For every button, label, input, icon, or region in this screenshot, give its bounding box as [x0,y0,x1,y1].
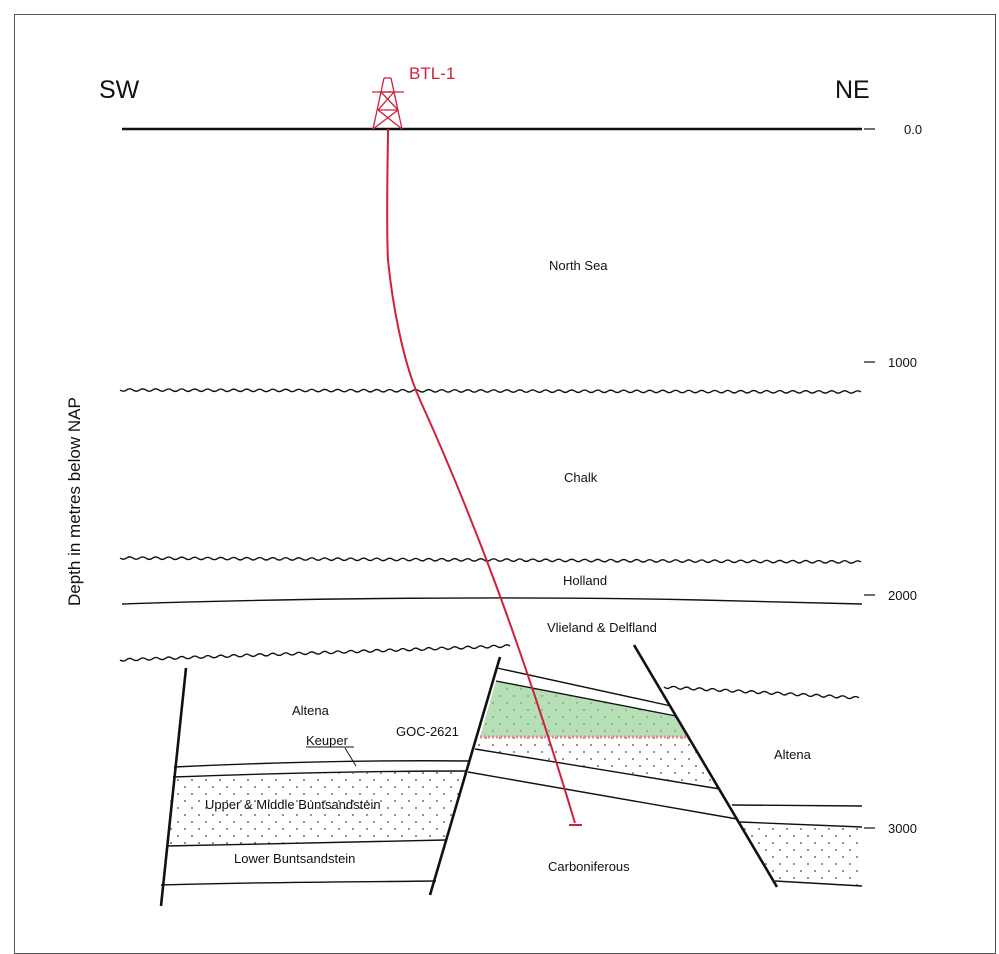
direction-sw: SW [99,76,140,104]
fault-central [428,656,502,896]
well-name: BTL-1 [409,64,455,83]
base-upper-buntsandstein-left [165,839,446,847]
central-horizon-2 [495,680,677,717]
unit-keuper: Keuper [306,733,349,748]
central-horizon-1 [496,667,672,707]
base-lower-buntsandstein-left [160,880,437,886]
right-horizon-2 [739,821,863,828]
fault-right [632,644,779,888]
unit-north-sea: North Sea [549,258,608,273]
depth-tick-label: 2000 [888,588,917,603]
direction-ne: NE [835,76,870,104]
base-chalk-unconformity [119,556,862,564]
fault-left [159,667,188,907]
unit-altena-right: Altena [774,747,812,762]
base-north-sea-unconformity [119,388,862,394]
y-axis-title: Depth in metres below NAP [65,397,84,606]
depth-axis: 0.0 1000 2000 3000 [864,122,922,836]
unit-altena-left: Altena [292,703,330,718]
upper-middle-buntsandstein-left [165,771,467,846]
sandstone-right-block [740,822,862,886]
right-horizon-3 [774,880,863,887]
base-cretaceous-unconformity-east [663,685,860,700]
base-holland-horizon [121,597,863,605]
unit-vlieland-delfland: Vlieland & Delfland [547,620,657,635]
central-horizon-4 [467,771,738,820]
keuper-pointer-diag [344,747,357,767]
unit-lower-buntsandstein: Lower Buntsandstein [234,851,355,866]
unit-carboniferous: Carboniferous [548,859,630,874]
central-horizon-3 [474,748,721,790]
gas-column [480,681,688,737]
unit-upper-middle-buntsandstein: Upper & Middle Buntsandstein [205,797,381,812]
depth-tick-label: 0.0 [904,122,922,137]
unit-holland: Holland [563,573,607,588]
unit-goc: GOC-2621 [396,724,459,739]
top-buntsandstein-left [172,770,468,778]
base-cretaceous-unconformity [119,644,511,662]
right-horizon-1 [731,804,863,807]
sandstone-central-block [475,737,720,789]
depth-tick-label: 3000 [888,821,917,836]
unit-chalk: Chalk [564,470,598,485]
well-path [386,128,576,824]
depth-tick-label: 1000 [888,355,917,370]
derrick-icon [372,77,404,130]
top-keuper-left [173,760,471,768]
